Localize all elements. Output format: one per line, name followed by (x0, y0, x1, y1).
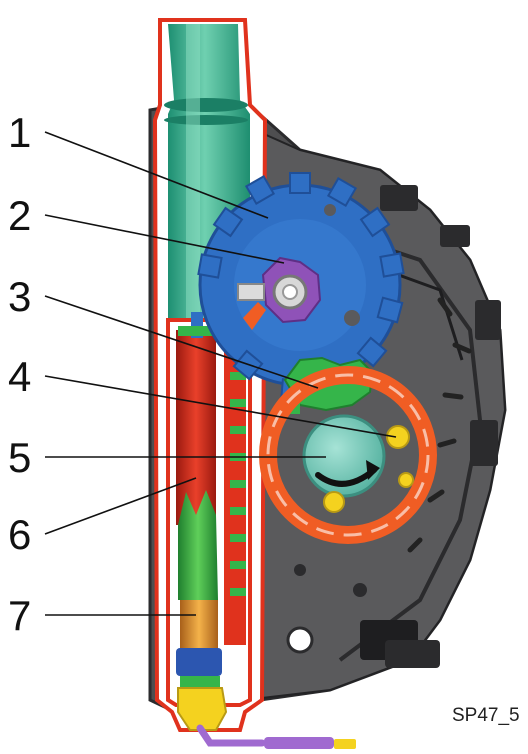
seal (176, 648, 222, 676)
ball (387, 426, 409, 448)
piston (180, 600, 218, 648)
ball-2 (324, 492, 344, 512)
callout-2: 2 (8, 195, 31, 237)
piston-rod (176, 330, 216, 525)
callout-5: 5 (8, 437, 31, 479)
ball-3 (399, 473, 413, 487)
callout-6: 6 (8, 514, 31, 556)
callout-7: 7 (8, 595, 31, 637)
callout-4: 4 (8, 356, 31, 398)
callout-1: 1 (8, 112, 31, 154)
igniter-cap (178, 688, 226, 730)
figure-id: SP47_5 (452, 705, 520, 727)
callout-3: 3 (8, 276, 31, 318)
